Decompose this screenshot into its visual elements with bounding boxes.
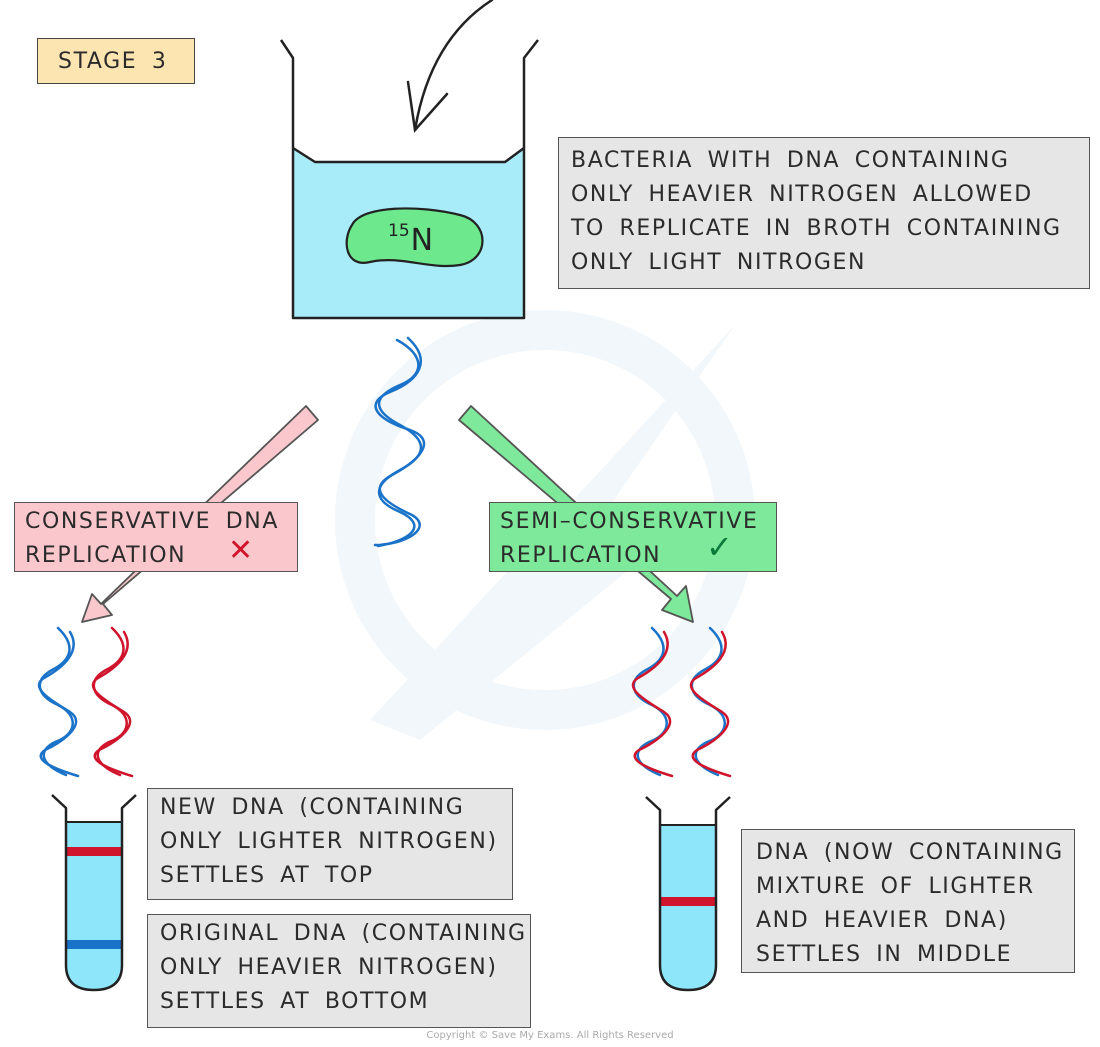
note-line: ORIGINAL DNA (CONTAINING: [160, 921, 527, 946]
conservative-heavy-helix: [91, 626, 134, 778]
test-tube-semi-conservative: [645, 796, 731, 992]
info-line: ONLY HEAVIER NITROGEN ALLOWED: [571, 182, 1033, 207]
info-line: ONLY LIGHT NITROGEN: [571, 250, 867, 275]
label-line: CONSERVATIVE DNA: [25, 509, 279, 534]
conservative-replication-label: CONSERVATIVE DNA REPLICATION: [14, 502, 298, 572]
semi-conservative-replication-label: SEMI–CONSERVATIVE REPLICATION: [489, 502, 777, 572]
checkmark-icon: ✓: [706, 528, 733, 566]
info-line: TO REPLICATE IN BROTH CONTAINING: [571, 216, 1062, 241]
isotope-mass-number: 15: [388, 221, 410, 241]
mixed-dna-note: DNA (NOW CONTAINING MIXTURE OF LIGHTER A…: [741, 829, 1075, 973]
band-light-dna: [66, 847, 122, 856]
semi-hybrid-helix-2: [689, 626, 732, 778]
note-line: SETTLES IN MIDDLE: [756, 942, 1013, 967]
label-line: SEMI–CONSERVATIVE: [500, 509, 759, 534]
copyright-notice: Copyright © Save My Exams. All Rights Re…: [426, 1030, 674, 1041]
bacterium: [345, 207, 484, 268]
new-dna-note: NEW DNA (CONTAINING ONLY LIGHTER NITROGE…: [147, 788, 513, 900]
parent-dna-helix: [373, 336, 426, 548]
label-line: REPLICATION: [500, 543, 662, 568]
incoming-arrow: [406, 0, 494, 133]
info-line: BACTERIA WITH DNA CONTAINING: [571, 148, 1010, 173]
semi-hybrid-helix-1: [631, 626, 674, 778]
original-dna-note: ORIGINAL DNA (CONTAINING ONLY HEAVIER NI…: [147, 914, 531, 1028]
cross-icon: ✕: [228, 533, 254, 568]
note-line: NEW DNA (CONTAINING: [160, 795, 465, 820]
beaker: [279, 39, 539, 320]
isotope-label: 15N: [388, 221, 433, 258]
broth-info-box: BACTERIA WITH DNA CONTAINING ONLY HEAVIE…: [558, 137, 1090, 289]
band-hybrid-dna: [660, 897, 716, 906]
test-tube-conservative: [51, 794, 137, 992]
note-line: ONLY LIGHTER NITROGEN): [160, 829, 498, 854]
note-line: DNA (NOW CONTAINING: [756, 840, 1064, 865]
conservative-light-helix: [37, 626, 80, 778]
stage-label-text: STAGE 3: [58, 49, 168, 74]
note-line: SETTLES AT TOP: [160, 863, 374, 888]
isotope-symbol: N: [410, 223, 434, 258]
note-line: MIXTURE OF LIGHTER: [756, 874, 1035, 899]
label-line: REPLICATION: [25, 543, 187, 568]
note-line: ONLY HEAVIER NITROGEN): [160, 955, 498, 980]
note-line: SETTLES AT BOTTOM: [160, 989, 430, 1014]
stage-label: STAGE 3: [37, 38, 195, 84]
band-heavy-dna: [66, 940, 122, 949]
note-line: AND HEAVIER DNA): [756, 908, 1008, 933]
